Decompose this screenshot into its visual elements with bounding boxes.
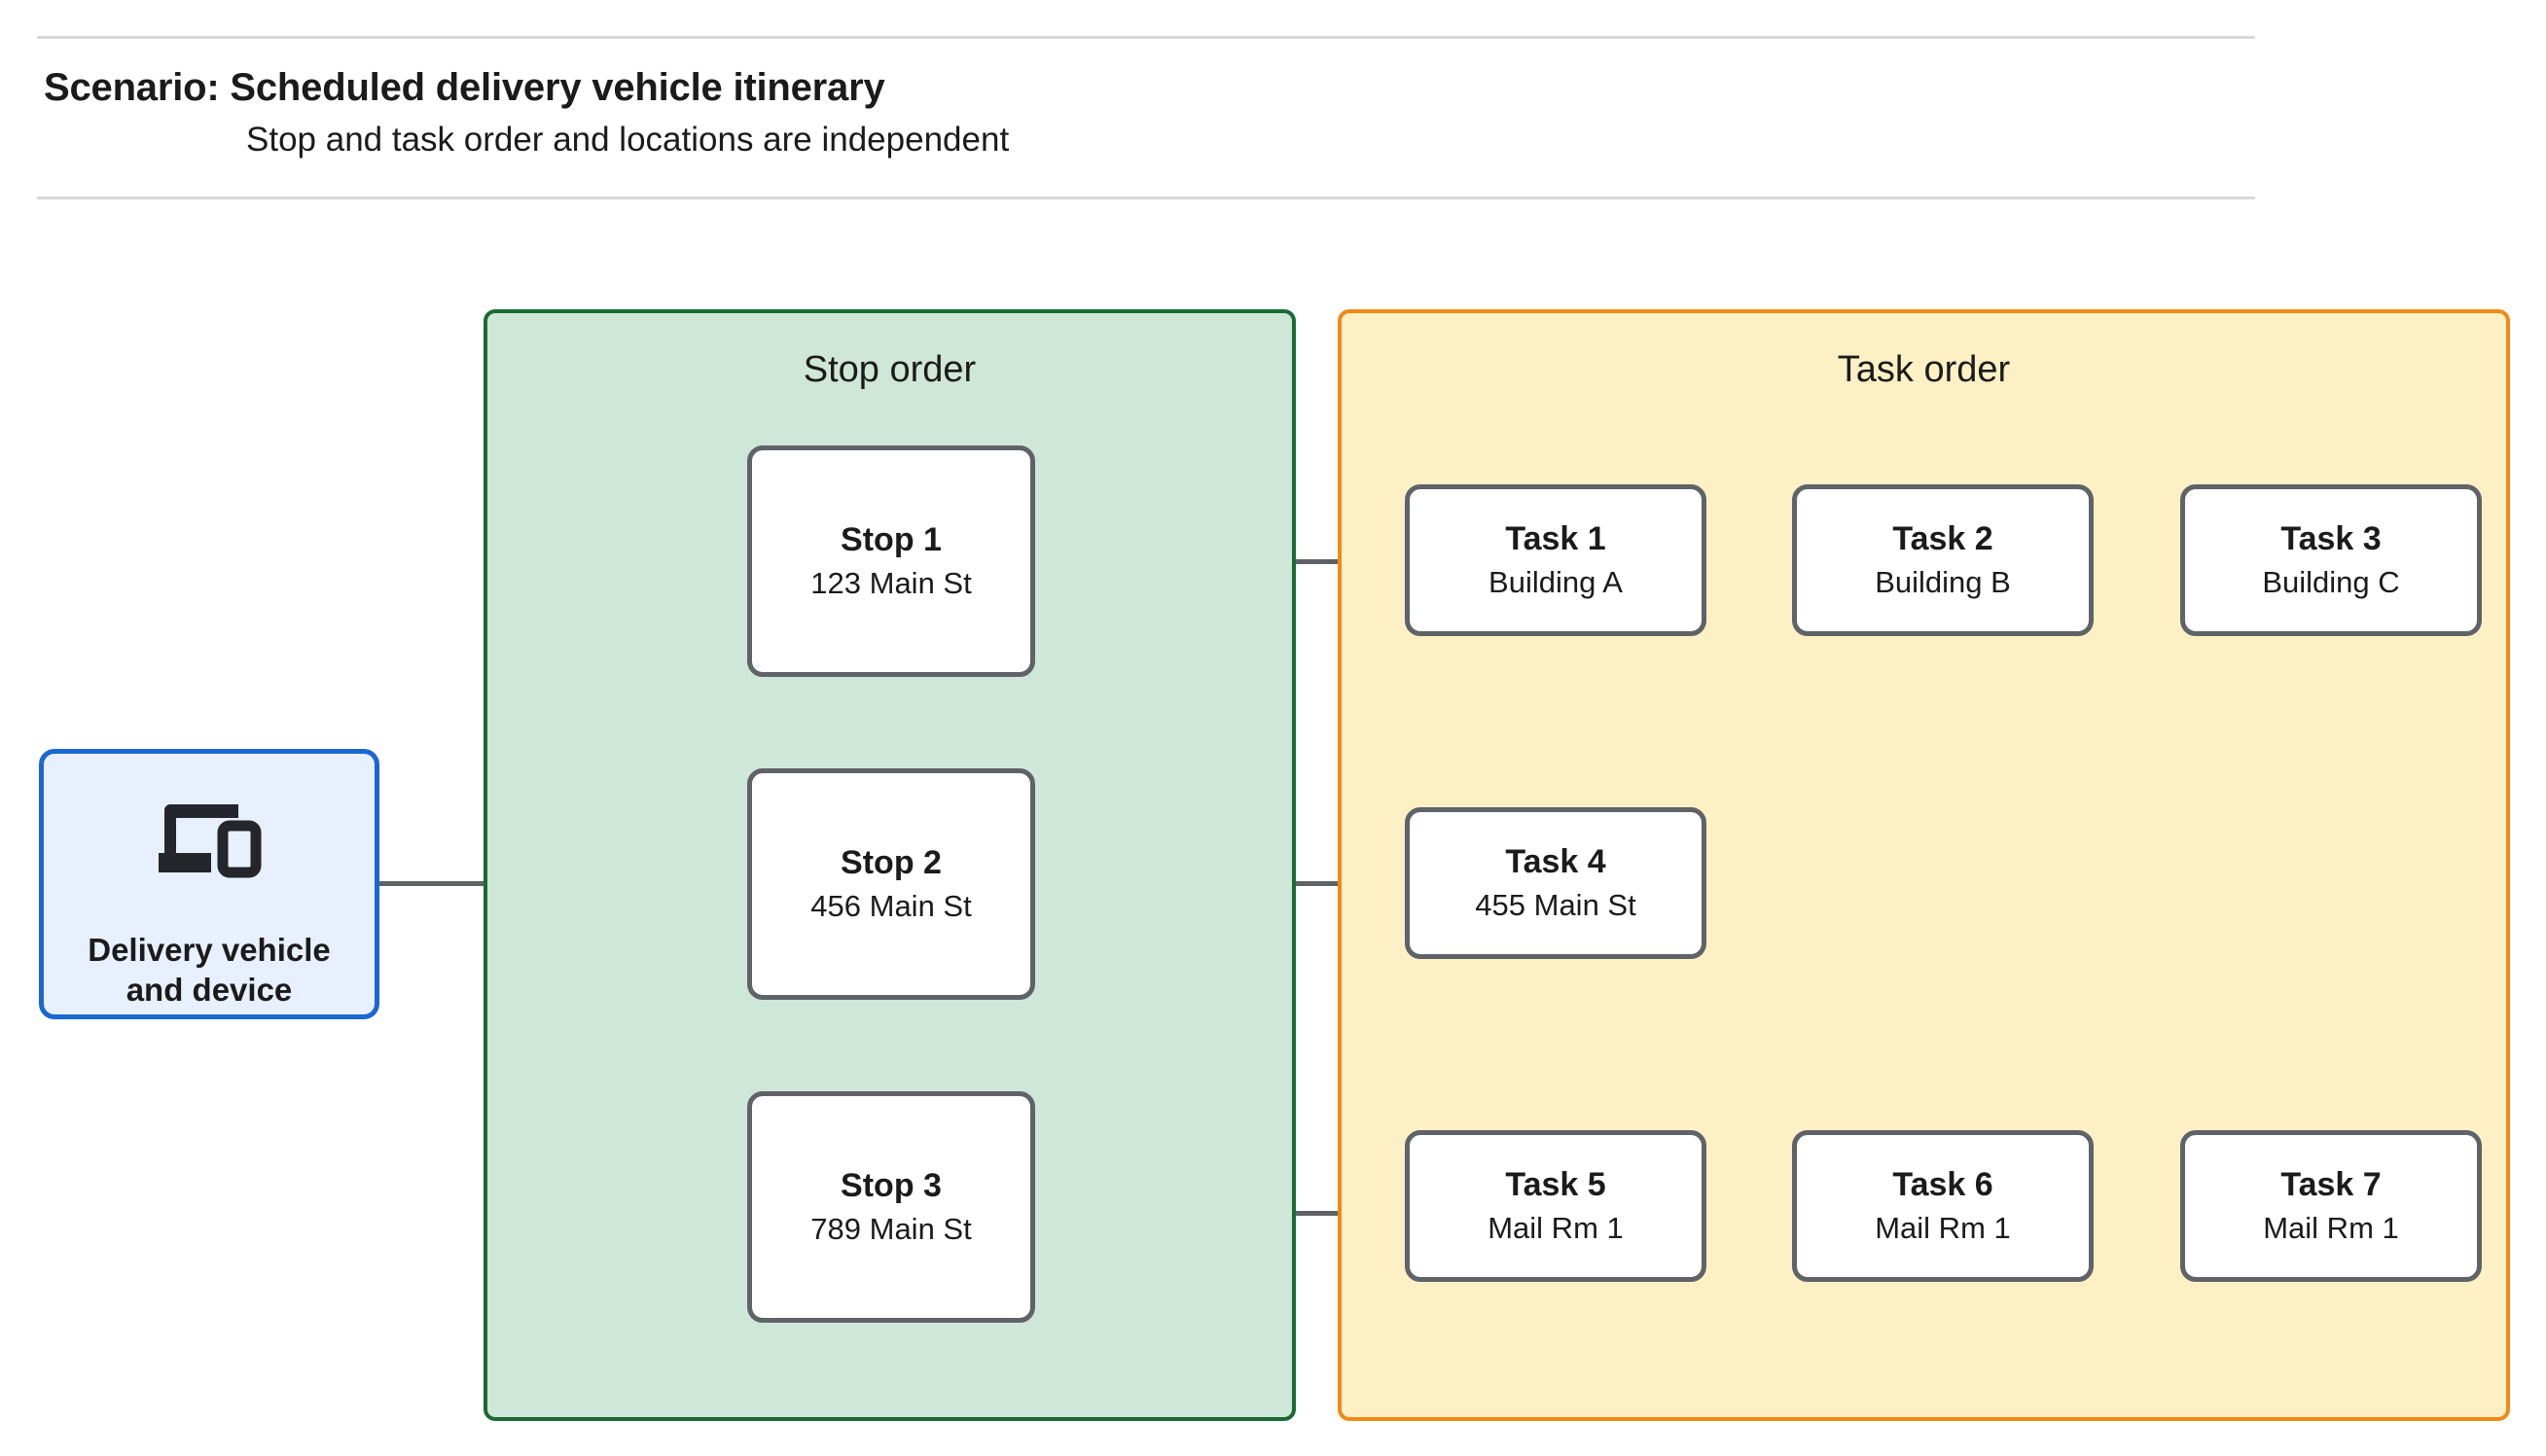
stop-node-2-title: Stop 2: [841, 843, 942, 881]
task-node-2-location: Building B: [1875, 564, 2011, 599]
task-node-1-title: Task 1: [1505, 519, 1606, 557]
task-node-6[interactable]: Task 6 Mail Rm 1: [1792, 1130, 2094, 1282]
task-node-3-location: Building C: [2262, 564, 2400, 599]
header-divider-top: [37, 36, 2255, 39]
task-node-5[interactable]: Task 5 Mail Rm 1: [1405, 1130, 1706, 1282]
task-node-7[interactable]: Task 7 Mail Rm 1: [2180, 1130, 2482, 1282]
task-node-3[interactable]: Task 3 Building C: [2180, 484, 2482, 636]
devices-icon: [159, 804, 262, 878]
task-node-4[interactable]: Task 4 455 Main St: [1405, 807, 1706, 959]
delivery-vehicle-and-device-node[interactable]: Delivery vehicle and device: [39, 749, 379, 1019]
stop-node-3-title: Stop 3: [841, 1166, 942, 1204]
task-node-6-title: Task 6: [1892, 1165, 1993, 1203]
task-node-4-title: Task 4: [1505, 842, 1606, 880]
task-node-2[interactable]: Task 2 Building B: [1792, 484, 2094, 636]
task-node-5-title: Task 5: [1505, 1165, 1606, 1203]
task-node-3-title: Task 3: [2280, 519, 2382, 557]
stop-node-1[interactable]: Stop 1 123 Main St: [747, 445, 1035, 677]
task-node-2-title: Task 2: [1892, 519, 1993, 557]
task-node-1[interactable]: Task 1 Building A: [1405, 484, 1706, 636]
task-node-7-title: Task 7: [2280, 1165, 2382, 1203]
page-title: Scenario: Scheduled delivery vehicle iti…: [44, 66, 885, 109]
stop-node-1-title: Stop 1: [841, 520, 942, 558]
task-node-6-location: Mail Rm 1: [1875, 1210, 2011, 1245]
page-subtitle: Stop and task order and locations are in…: [246, 121, 1010, 159]
task-node-7-location: Mail Rm 1: [2263, 1210, 2399, 1245]
task-node-5-location: Mail Rm 1: [1488, 1210, 1624, 1245]
stop-node-1-location: 123 Main St: [810, 565, 972, 600]
task-node-4-location: 455 Main St: [1475, 887, 1636, 922]
stop-node-3[interactable]: Stop 3 789 Main St: [747, 1091, 1035, 1323]
task-node-1-location: Building A: [1488, 564, 1623, 599]
connector-device-to-trunk: [379, 881, 553, 886]
task-order-panel-title: Task order: [1837, 349, 2011, 390]
header-divider-bottom: [37, 196, 2255, 199]
stop-node-3-location: 789 Main St: [810, 1211, 972, 1246]
stop-node-2-location: 456 Main St: [810, 888, 972, 923]
stop-order-panel-title: Stop order: [803, 349, 977, 390]
device-node-label: Delivery vehicle and device: [88, 932, 331, 1008]
stop-node-2[interactable]: Stop 2 456 Main St: [747, 768, 1035, 1000]
